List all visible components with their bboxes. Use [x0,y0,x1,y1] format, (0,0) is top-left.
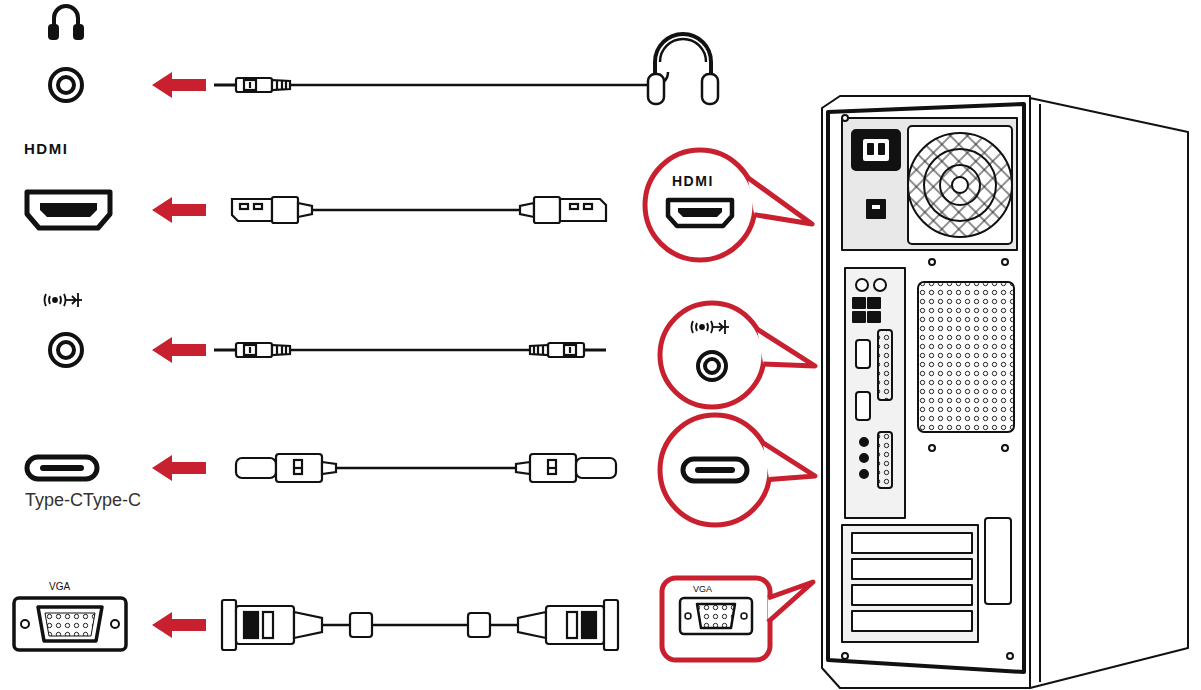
audio-in-icon [45,293,83,307]
audio-in-icon [692,320,730,334]
callout-bubble [645,150,812,260]
callout-bubble [660,303,815,407]
arrow [152,612,206,638]
hdmi-logo: HDMI [24,141,68,156]
headphone-icon [50,6,82,38]
hdmi-port [668,200,732,226]
type-c-cable [236,454,616,482]
callout-bubble [662,578,813,660]
arrow [152,197,206,223]
hdmi-port [27,192,110,228]
port-label: Type-CType-C [25,491,141,509]
type-c-port [27,457,97,479]
vga-port [680,598,752,634]
hdmi-logo: HDMI [672,174,714,188]
vga-cable [222,600,618,650]
port-label: VGA [49,582,70,592]
callout-bubble [660,415,815,525]
arrow [152,337,206,363]
hdmi-cable [232,197,606,223]
vga-port [14,598,126,650]
headphone-jack [50,69,82,101]
port-label: VGA [693,585,712,594]
pc-tower [822,96,1188,688]
cable [290,349,530,352]
arrow [152,455,206,481]
type-c-port [683,459,747,481]
headset [648,34,718,104]
arrow [152,72,206,98]
audio-jack [50,334,82,366]
cable [290,72,668,85]
